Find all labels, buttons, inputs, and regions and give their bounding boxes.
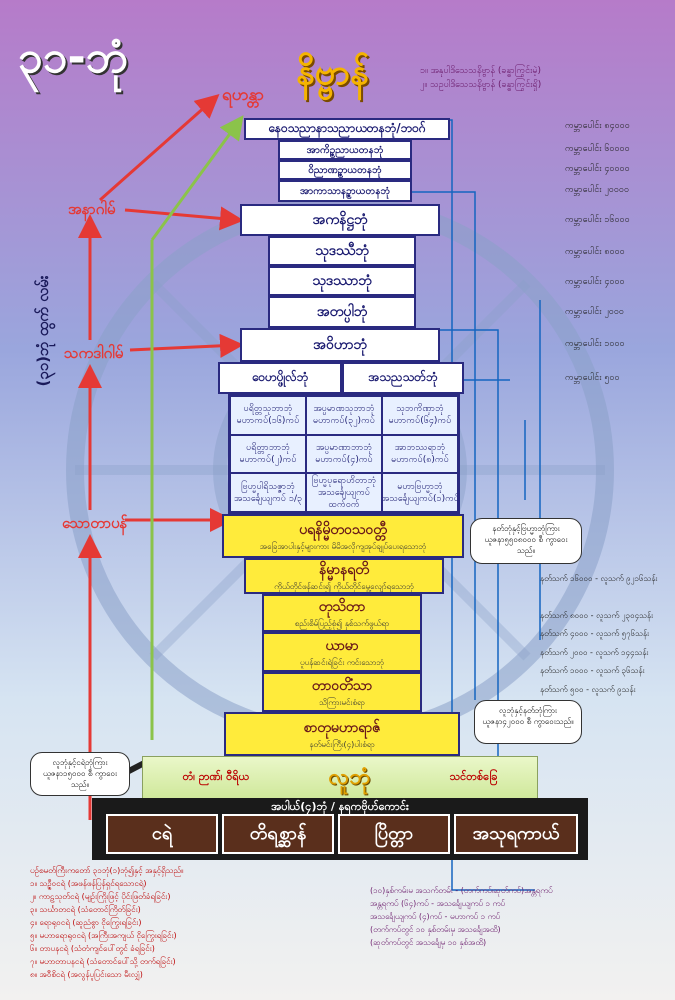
arupa-realm: ဝိညာဏဉ္စာယတနဘုံ [278, 160, 412, 180]
rupa-grid: ပရိတ္တသုဘာဘုံမဟာကပ်(၁၆)ကပ် အပ္ပမာဏသုဘာဘု… [228, 394, 460, 514]
deva-realm: နိမ္မာနရတိကိုယ်တိုင်ဖန်ဆင်း၍ ကိုယ်တိုင်မ… [244, 558, 444, 594]
rupa-cell: မဟာဗြဟ္မာဘုံအသင်္ချေယျကပ်(၁)ကပ် [382, 473, 458, 512]
human-virtues: တံ၊ ဉာဏ်၊ ဝီရိယ [182, 770, 250, 783]
rupa-realm: အတပ္ပါဘုံ [268, 296, 416, 328]
lower-realms-caption: အပါယ်(၄)ဘုံ / နရကဗိုဟ်ကောင်း [271, 800, 409, 813]
kap-label: ကမ္ဘာပေါင်း ၂၀၀၀၀ [565, 185, 630, 195]
hell-note: ၄။ ရောရုဝငရဲ (ဆူညံစွာ ငိုကြွေးရခြင်း) [30, 918, 142, 927]
lower-realm: တိရစ္ဆာန် [222, 814, 334, 854]
human-step: သင်တစ်ခြေ [449, 770, 498, 783]
rupa-cell: အပ္ပမာဏာဘာဘုံမဟာကပ်(၄)ကပ် [306, 434, 382, 474]
deva-realm: တာဝတိံသာသိကြားမင်းစံရာ [262, 672, 422, 712]
kap-note: (၁၀)နှစ်ကမ်းမ အသက်တမ်း - (တက်ကပ်၊ဆုတ်ကပ်… [370, 886, 553, 895]
hell-note: ၁။ သဉ္ဇီဝငရဲ (အဖန်ဖန်ပြန်ရှင်ရသောငရဲ) [30, 879, 147, 888]
hell-notes: ပဉ်စမတ်ကြီးကတော် ၃၁ဘုံ(၁)ဘုံ၍နှင့် အနှင့… [30, 864, 360, 981]
arupa-realm: အာကိဉ္စညာယတနဘုံ [278, 140, 412, 160]
kap-label: ကမ္ဘာပေါင်း ၄၀၀၀၀ [565, 164, 630, 174]
arahat-label: ရဟန္တာ [222, 85, 265, 105]
distance-bubble: လူဘုံနှင့်ငရဲဘုံကြား ယူဇနာ၁၅၀၀၀ စီ ကွာဝေ… [30, 752, 130, 796]
kap-note: (တက်ကပ်တွင် ၁၀ နှစ်တမ်းမှ အသင်္ချေအထိ) [370, 925, 501, 934]
arupa-realm: နေဝသညာနာသညာယတနဘုံ/ဘဝဂ် [244, 118, 450, 140]
kap-label: ကမ္ဘာပေါင်း ၁၀၀၀ [565, 339, 625, 349]
kap-label: ကမ္ဘာပေါင်း ၅၀၀ [565, 373, 620, 383]
hell-note: ၈။ အဝီစိငရဲ (အလွန်ပူပြင်းသော မီးလျှံ) [30, 970, 143, 979]
path-anagami: အနာဂါမ် [68, 200, 116, 218]
kap-label: ကမ္ဘာပေါင်း ၈၀၀၀ [565, 247, 625, 257]
kap-label: ကမ္ဘာပေါင်း ၆၀၀၀၀ [565, 144, 630, 154]
kap-label: ကမ္ဘာပေါင်း ၁၆၀၀၀ [565, 215, 630, 225]
kap-note: အန္တရကပ် (၆၄)ကပ် - အသင်္ချေယျကပ် ၁ ကပ် [370, 899, 505, 908]
kap-label: ကမ္ဘာပေါင်း ၈၄၀၀၀ [565, 121, 630, 131]
path-sakadagami: သကဒါဂါမ် [64, 344, 124, 362]
hell-note: ပဉ်စမတ်ကြီးကတော် ၃၁ဘုံ(၁)ဘုံ၍နှင့် အနှင့… [30, 866, 184, 875]
kap-note: အသင်္ချေယျကပ် (၄)ကပ် - မဟာကပ် ၁ ကပ် [370, 912, 500, 921]
hell-note: ၆။ တာပနငရဲ (သံတံကျင်ပေါ်တွင် ခံရခြင်း) [30, 944, 155, 953]
kap-label: ကမ္ဘာပေါင်း ၂၀၀၀ [565, 307, 624, 317]
page-title: ၃၁-ဘုံ [18, 32, 129, 83]
rupa-cell: သုဘကိဏှာဘုံမဟာကပ်(၆၄)ကပ် [382, 396, 458, 435]
exit-path-label: (၃၁)ဘုံ ထွက် လမ်း [34, 275, 52, 387]
lower-realm: ငရဲ [106, 814, 218, 854]
nibbana-note: ၂။ သဥပါဒိသေသနိဗ္ဗာန် (ခန္ဓာကြွင်းရှိ) [420, 80, 542, 90]
lower-realms-panel: အပါယ်(၄)ဘုံ / နရကဗိုဟ်ကောင်း ငရဲ တိရစ္ဆာ… [92, 798, 588, 860]
kap-notes: (၁၀)နှစ်ကမ်းမ အသက်တမ်း - (တက်ကပ်၊ဆုတ်ကပ်… [370, 884, 660, 949]
rupa-cell: ပရိတ္တာဘာဘုံမဟာကပ်(၂)ကပ် [230, 434, 306, 474]
rupa-cell: ဗြဟ္မပါရိသဇ္ဇာဘုံအသင်္ချေယျကပ် ၁/၃ [230, 473, 306, 512]
deva-years: နတ်သက် ၅၀၀ - လူသက် ၉သန်း [540, 685, 636, 694]
hell-note: ၃။ သင်္ဃာတငရဲ (သံတောင်ကြိတ်ခြင်း) [30, 905, 141, 914]
human-realm-title: လူဘုံ [328, 764, 371, 790]
hell-note: ၅။ မဟာရောရုဝငရဲ (အကြီးအကျယ် ငိုကြွေးရခြင… [30, 931, 177, 940]
rupa-realm: သုဒဿီဘုံ [268, 236, 416, 266]
rupa-cell: ဗြဟ္မပုရောဟိတာဘုံအသင်္ချေယျကပ် ထက်ဝက် [306, 473, 382, 512]
nibbana-title: နိဗ္ဗာန် [296, 52, 369, 93]
rupa-cell: ပရိတ္တသုဘာဘုံမဟာကပ်(၁၆)ကပ် [230, 396, 306, 435]
deva-realm: တုသိတာစည်းစိမ်ပြည့်စုံ၍ နှစ်သက်ဖွယ်ရာ [262, 594, 422, 632]
arupa-realm: အာကာသာနဉ္စာယတနဘုံ [278, 180, 412, 202]
rupa-realm: အကနိဋ္ဌဘုံ [240, 204, 440, 236]
deva-realm: ယာမာပူပန်ဆင်းရဲခြင်း ကင်းသောဘုံ [262, 632, 422, 672]
distance-bubble: နတ်ဘုံနှင့်ဗြဟ္မာဘုံကြား ယူဇနာ၅၅၀၈၀၀၀ စီ… [470, 518, 582, 564]
deva-years: နတ်သက် ၂၀၀၀ - လူသက် ၁၄၄သန်း [540, 648, 649, 657]
rupa-realm: ဝေဟပ္ဖိုလ်ဘုံ [218, 362, 342, 394]
hell-note: ၂။ ကာဠသုတ်ငရဲ (မျဉ်းကြိုးဖြင့် ပိုင်းဖြတ… [30, 892, 171, 901]
rupa-cell: အပ္ပမာဏသုဘာဘုံမဟာကပ်(၃၂)ကပ် [306, 396, 382, 435]
deva-years: နတ်သက် ၈၀၀၀ - လူသက် ၂၃၀၄သန်း [540, 611, 654, 620]
rupa-realm: သုဒဿာဘုံ [268, 266, 416, 296]
lower-realm: ပြိတ္တာ [338, 814, 450, 854]
path-sotapan: သောတာပန် [62, 514, 128, 532]
kap-note: (ဆုတ်ကပ်တွင် အသင်္ချေမှ ၁၀ နှစ်အထိ) [370, 938, 487, 947]
rupa-realm: အသညသတ်ဘုံ [342, 362, 464, 394]
deva-years: နတ်သက် ၄၀၀၀ - လူသက် ၅၇၆သန်း [540, 629, 650, 638]
distance-bubble: လူဘုံနှင့်နတ်ဘုံကြား ယူဇနာ၄၂၀၀၀ စီ ကွာဝေ… [474, 700, 582, 744]
deva-years: နတ်သက် ၁၆၀၀၀ - လူသက် ၉၂၁၆သန်း [540, 574, 658, 583]
deva-years: နတ်သက် ၁၀၀၀ - လူသက် ၃၆သန်း [540, 666, 645, 675]
hell-note: ၇။ မဟာတာပနငရဲ (သံတောင်ပေါ်သို့ တက်ရခြင်း… [30, 957, 176, 966]
rupa-realm: အဝိဟာဘုံ [240, 328, 440, 362]
deva-realm: စာတုမဟာရာဇ်နတ်မင်းကြီး(၄)ပါးစံရာ [224, 712, 460, 756]
rupa-cell: အာဘဿရာဘုံမဟာကပ်(၈)ကပ် [382, 434, 458, 474]
nibbana-note: ၁။ အနုပါဒိသေသနိဗ္ဗာန် (ခန္ဓာကြွင်းမဲ့) [420, 66, 542, 76]
nibbana-notes: ၁။ အနုပါဒိသေသနိဗ္ဗာန် (ခန္ဓာကြွင်းမဲ့) ၂… [420, 64, 541, 92]
kap-label: ကမ္ဘာပေါင်း ၄၀၀၀ [565, 277, 625, 287]
human-realm: တံ၊ ဉာဏ်၊ ဝီရိယ လူဘုံ သင်တစ်ခြေ [142, 756, 538, 800]
lower-realm: အသုရကာယ် [454, 814, 578, 854]
deva-realm: ပရနိမ္မိတဝသဝတ္တီအခြေအာပါးနှင့်များကား မိ… [222, 514, 464, 558]
